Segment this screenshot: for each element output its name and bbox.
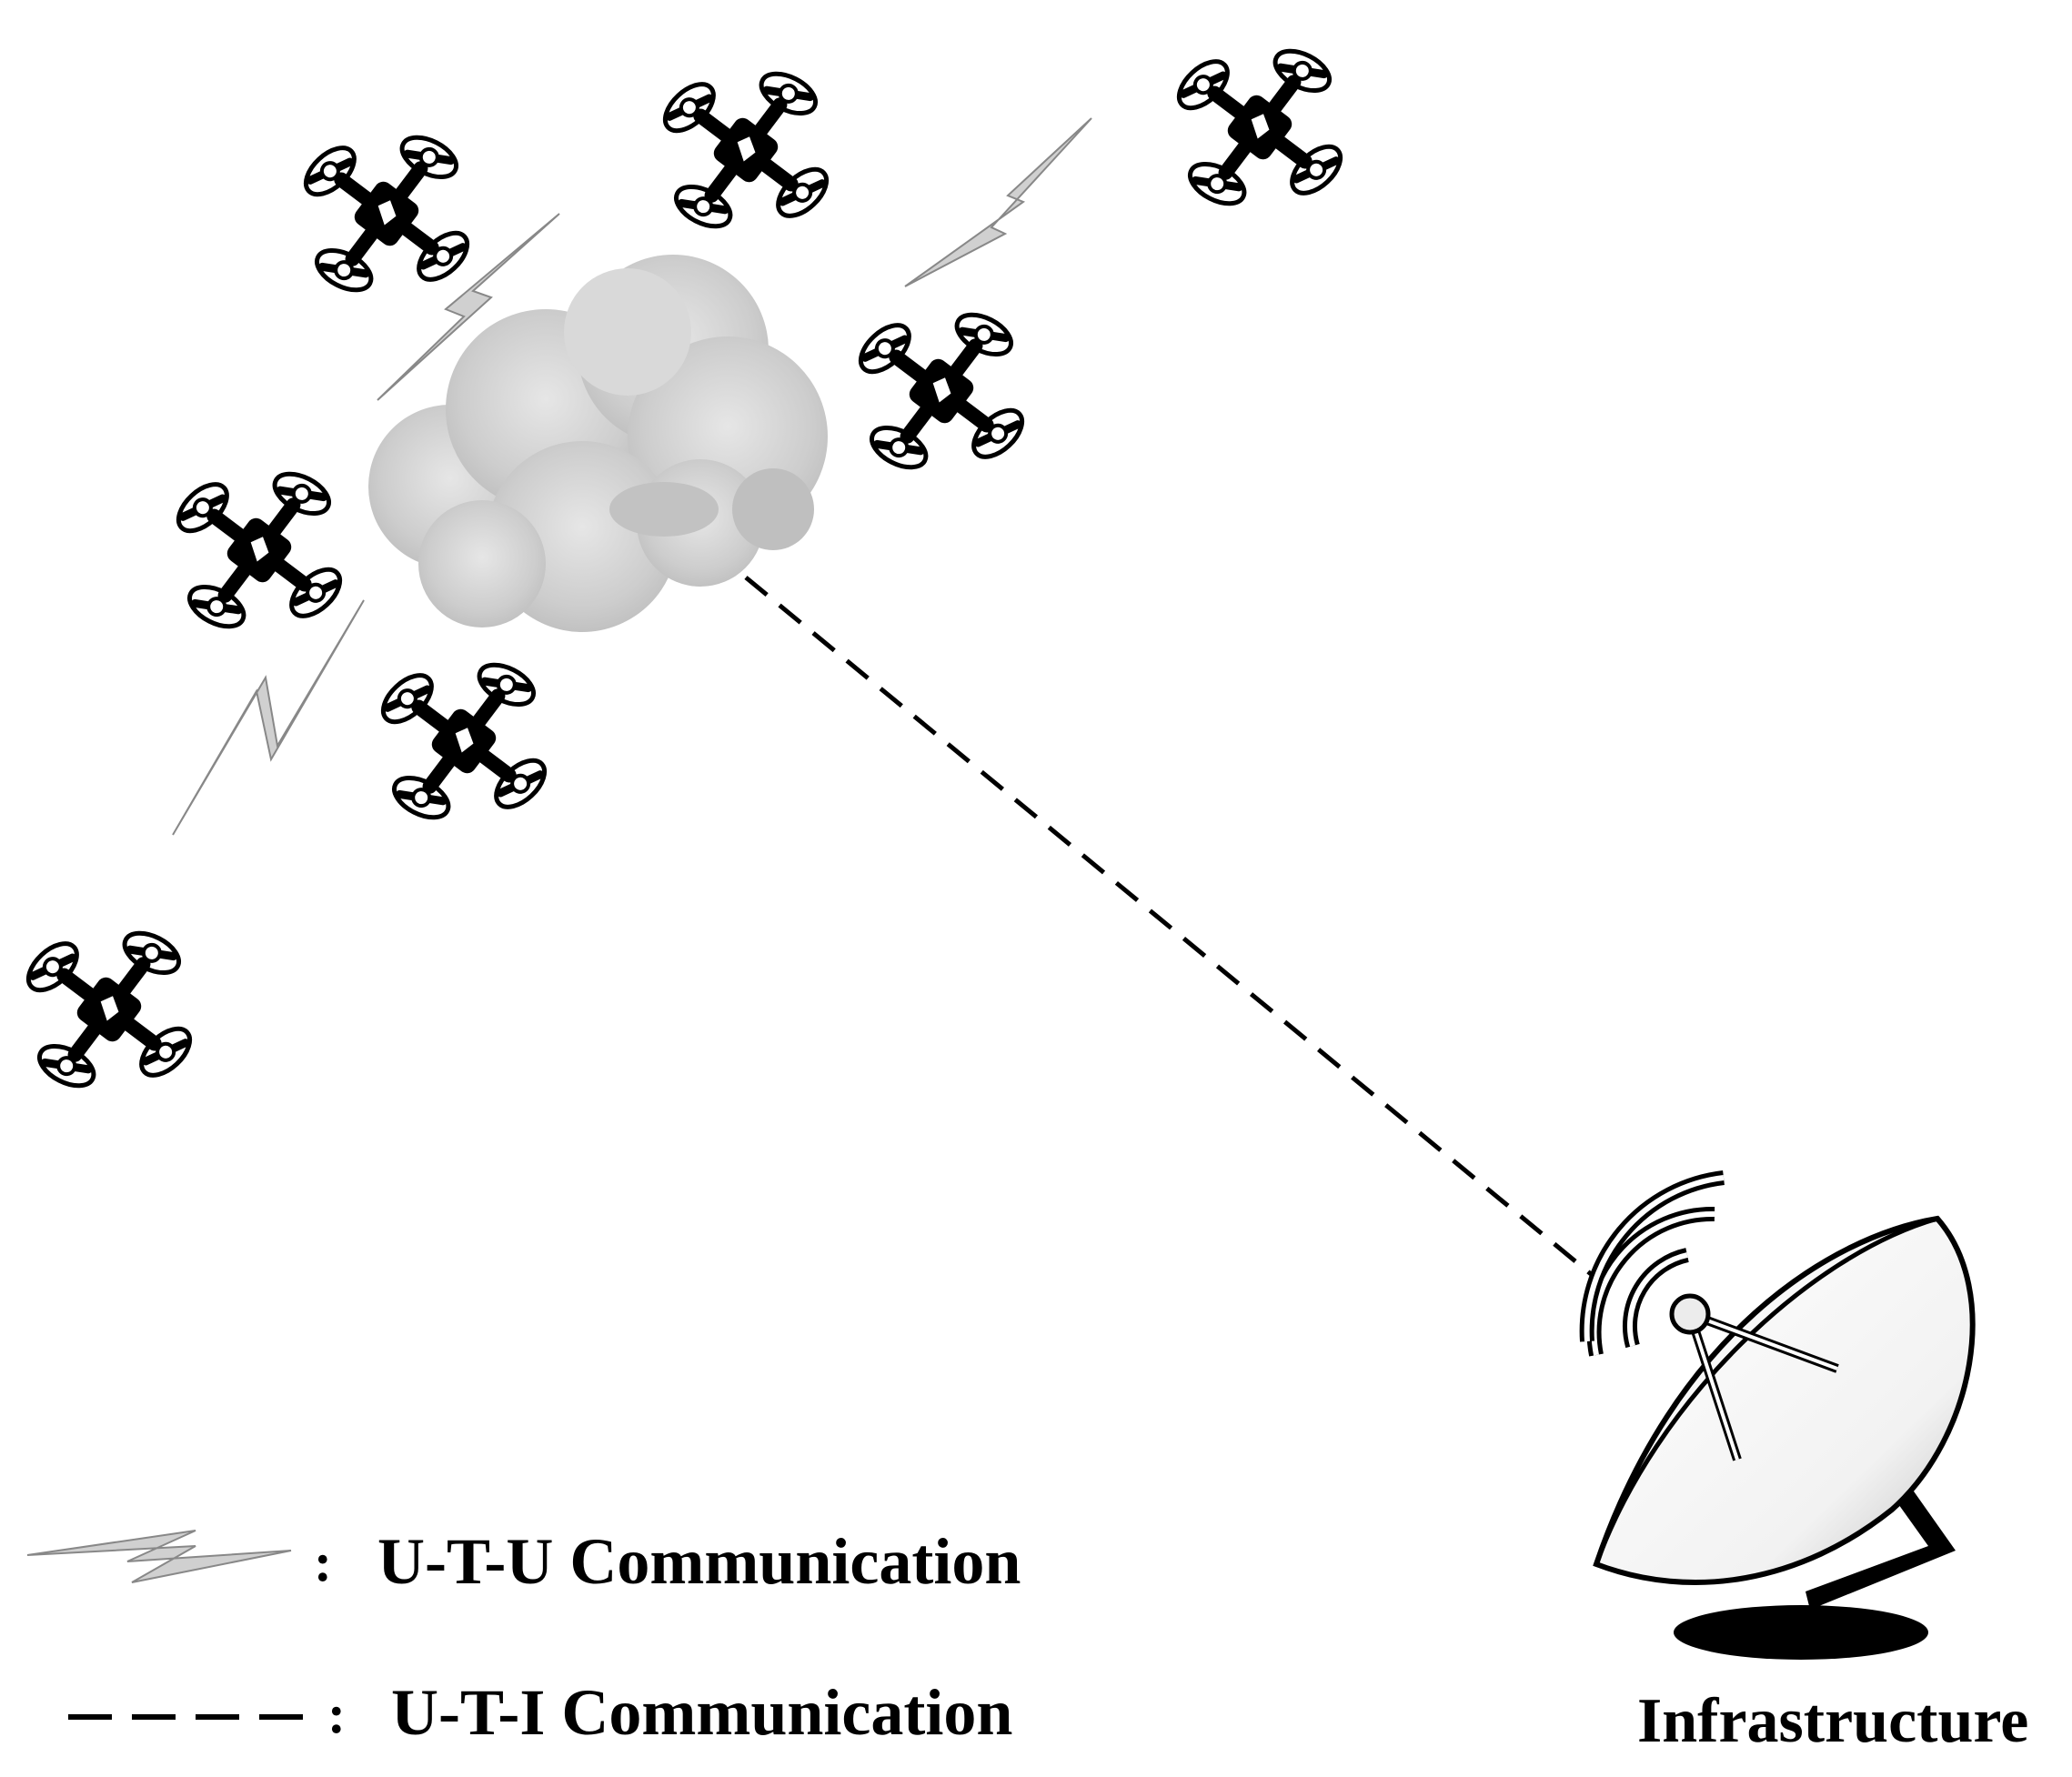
uti-link xyxy=(744,576,1603,1284)
lightning-bolt-icon xyxy=(904,117,1092,287)
drone-icon xyxy=(293,123,480,305)
drone-icon xyxy=(1166,36,1353,218)
legend-separator: : xyxy=(327,1684,346,1744)
legend-separator: : xyxy=(314,1532,332,1592)
cloud-icon xyxy=(368,255,828,632)
legend-uu-label: U-T-U Communication xyxy=(377,1525,1021,1598)
drone-icon xyxy=(15,919,203,1100)
lightning-bolt-icon xyxy=(172,599,365,836)
drone-icon xyxy=(370,650,558,832)
satellite-dish-icon xyxy=(1579,1170,1976,1660)
legend-lightning-icon xyxy=(26,1530,292,1583)
legend-ui-label: U-T-I Communication xyxy=(391,1676,1013,1749)
infrastructure-label: Infrastructure xyxy=(1637,1686,2029,1756)
lightning-bolt-icon xyxy=(377,213,560,401)
drone-icon xyxy=(848,300,1035,482)
drone-icon xyxy=(166,459,353,641)
drone-icon xyxy=(652,59,840,241)
